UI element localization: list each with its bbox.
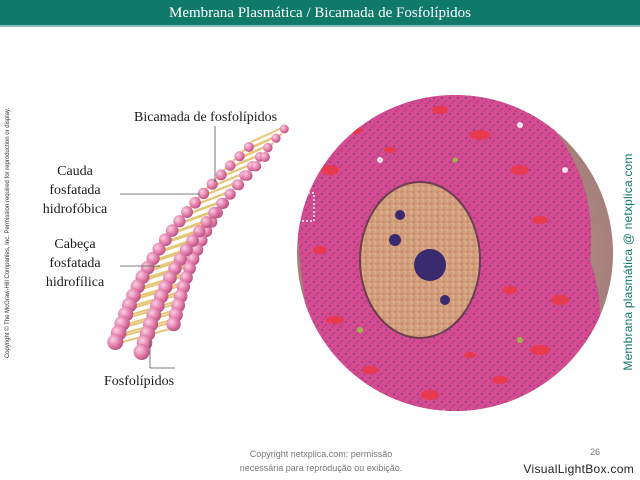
lipid-head bbox=[166, 316, 181, 332]
lipid-tail bbox=[250, 127, 283, 143]
title-divider bbox=[0, 25, 640, 27]
micrograph-watermark: visuals unlimited bbox=[395, 407, 541, 427]
lipid-head bbox=[243, 142, 254, 152]
micrograph: visuals unlimited bbox=[297, 95, 613, 427]
lipid-head bbox=[200, 216, 213, 228]
lipid-head bbox=[189, 196, 201, 209]
lipid-head bbox=[225, 160, 236, 171]
phospholipids-label: Fosfolípidos bbox=[104, 374, 175, 389]
tail-label: Cauda fosfatada hidrofóbica bbox=[42, 164, 108, 217]
side-watermark: Membrana plasmática @ netxplica.com bbox=[621, 153, 635, 371]
lipid-head bbox=[234, 151, 245, 162]
lipid-head bbox=[263, 142, 273, 153]
page-number: 26 bbox=[590, 447, 601, 457]
lipid-head bbox=[186, 234, 199, 247]
lipid-head bbox=[224, 188, 236, 200]
lipid-head bbox=[259, 152, 270, 162]
leader-lines bbox=[120, 126, 216, 369]
lipid-head bbox=[181, 206, 194, 218]
lipid-head bbox=[233, 179, 245, 191]
lipid-head bbox=[250, 161, 262, 172]
lipid-head bbox=[279, 124, 289, 134]
lipid-head bbox=[179, 243, 193, 257]
lipid-head bbox=[215, 169, 227, 181]
lipid-head bbox=[173, 215, 186, 228]
lipid-head bbox=[133, 344, 150, 360]
lipid-head bbox=[107, 334, 124, 350]
lipid-head bbox=[197, 187, 210, 200]
bilayer-label: Bicamada de fosfolípidos bbox=[134, 110, 278, 125]
brand-watermark: VisualLightBox.com bbox=[523, 462, 634, 476]
footer-copyright: Copyright netxplica.com: permissão neces… bbox=[239, 449, 403, 473]
lipid-head bbox=[241, 170, 253, 181]
lipid-head bbox=[195, 234, 208, 247]
bilayer-tube bbox=[107, 124, 289, 360]
head-label: Cabeça fosfatada hidrofílica bbox=[45, 237, 105, 290]
lipid-tail bbox=[145, 263, 191, 279]
lipid-head bbox=[193, 225, 206, 238]
lipid-head bbox=[158, 233, 172, 247]
page-title: Membrana Plasmática / Bicamada de Fosfol… bbox=[0, 0, 640, 27]
lipid-head bbox=[165, 224, 179, 237]
lipid-head bbox=[208, 206, 220, 219]
lipid-head bbox=[271, 133, 281, 143]
lipid-head bbox=[216, 197, 228, 210]
lipid-head bbox=[206, 178, 218, 190]
